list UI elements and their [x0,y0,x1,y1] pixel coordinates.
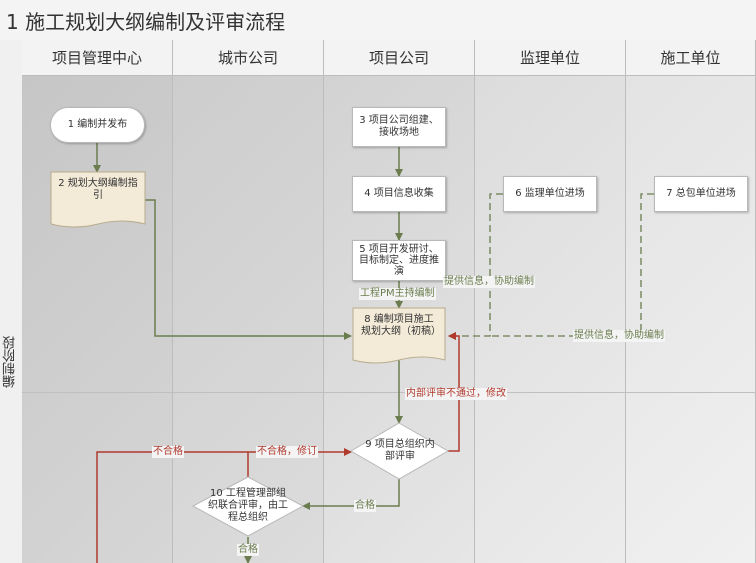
decision-10-shape [191,476,305,537]
node-5[interactable]: 5 项目开发研讨、目标制定、进度推演 [352,240,446,281]
node-10-label: 10 工程管理部组织联合评审，由工程总组织 [208,488,288,523]
node-7[interactable]: 7 总包单位进场 [654,176,748,212]
doc-8-shape [352,307,446,364]
doc-2-shape [50,171,146,228]
node-6-label: 6 监理单位进场 [515,188,585,199]
edge-6-8 [448,193,503,340]
node-5-label: 5 项目开发研讨、目标制定、进度推演 [359,244,439,277]
label-internal-fail: 内部评审不通过，修改 [405,388,507,400]
decision-9-shape [350,422,450,480]
node-2-label: 2 规划大纲编制指引 [58,178,138,201]
diagram-title: 1 施工规划大纲编制及评审流程 [6,10,286,34]
node-8[interactable]: 8 编制项目施工规划大纲（初稿） [353,308,445,358]
edge-10-fail [96,451,248,563]
stage-separator [22,392,756,393]
lane-header-contractor: 施工单位 [626,40,756,76]
node-4-label: 4 项目信息收集 [364,188,434,199]
label-fail-revise: 不合格，修订 [256,446,318,458]
node-9[interactable]: 9 项目总组织内部评审 [362,436,438,466]
lane-header-city-company: 城市公司 [173,40,324,76]
node-1[interactable]: 1 编制并发布 [50,107,145,143]
node-9-label: 9 项目总组织内部评审 [365,439,435,462]
diagram-title-bar: 1 施工规划大纲编制及评审流程 [0,0,756,41]
edge-2-8 [145,199,352,340]
lane-header-supervisor: 监理单位 [475,40,626,76]
lane-header-project-company: 项目公司 [324,40,475,76]
edge-9-10-pass [302,478,400,510]
node-6[interactable]: 6 监理单位进场 [503,176,597,212]
label-fail: 不合格 [152,446,184,458]
node-10[interactable]: 10 工程管理部组织联合评审，由工程总组织 [193,485,303,527]
node-3-label: 3 项目公司组建、接收场地 [359,115,439,138]
label-pass-9: 合格 [354,500,376,512]
lane-header-project-center: 项目管理中心 [22,40,173,76]
label-contractor-info: 提供信息，协助编制 [573,330,665,342]
node-7-label: 7 总包单位进场 [666,188,736,199]
node-3[interactable]: 3 项目公司组建、接收场地 [352,107,446,147]
node-8-label: 8 编制项目施工规划大纲（初稿） [361,314,441,337]
label-pass-10: 合格 [237,544,259,556]
lane-body-supervisor [475,76,626,563]
label-pm-host: 工程PM主持编制 [359,288,436,300]
node-4[interactable]: 4 项目信息收集 [352,176,446,212]
node-1-label: 1 编制并发布 [67,119,128,130]
edge-7-8 [490,193,654,337]
node-2[interactable]: 2 规划大纲编制指引 [51,172,145,222]
label-supervisor-info: 提供信息，协助编制 [443,276,535,288]
